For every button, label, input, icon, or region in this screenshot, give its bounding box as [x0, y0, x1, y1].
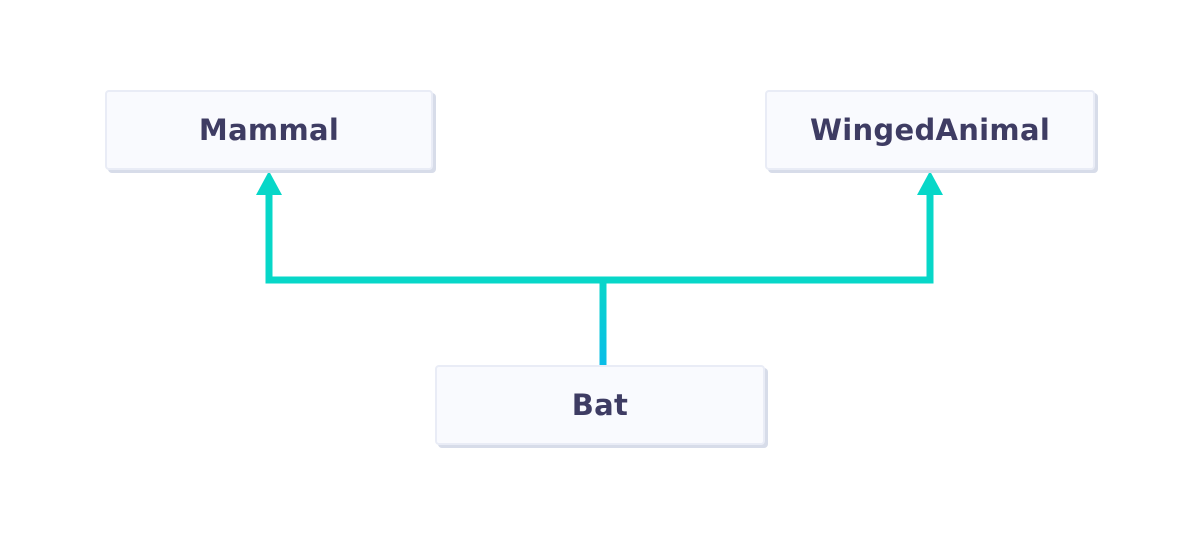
node-winged-animal-label: WingedAnimal: [809, 113, 1051, 147]
node-mammal: Mammal: [105, 90, 433, 170]
node-bat-label: Bat: [571, 388, 629, 422]
edge-bus-line: [265, 193, 934, 284]
node-mammal-label: Mammal: [198, 113, 340, 147]
arrowhead-to-mammal-icon: [256, 171, 282, 195]
arrowhead-to-wingedanimal-icon: [917, 171, 943, 195]
node-winged-animal: WingedAnimal: [765, 90, 1095, 170]
node-bat: Bat: [435, 365, 765, 445]
